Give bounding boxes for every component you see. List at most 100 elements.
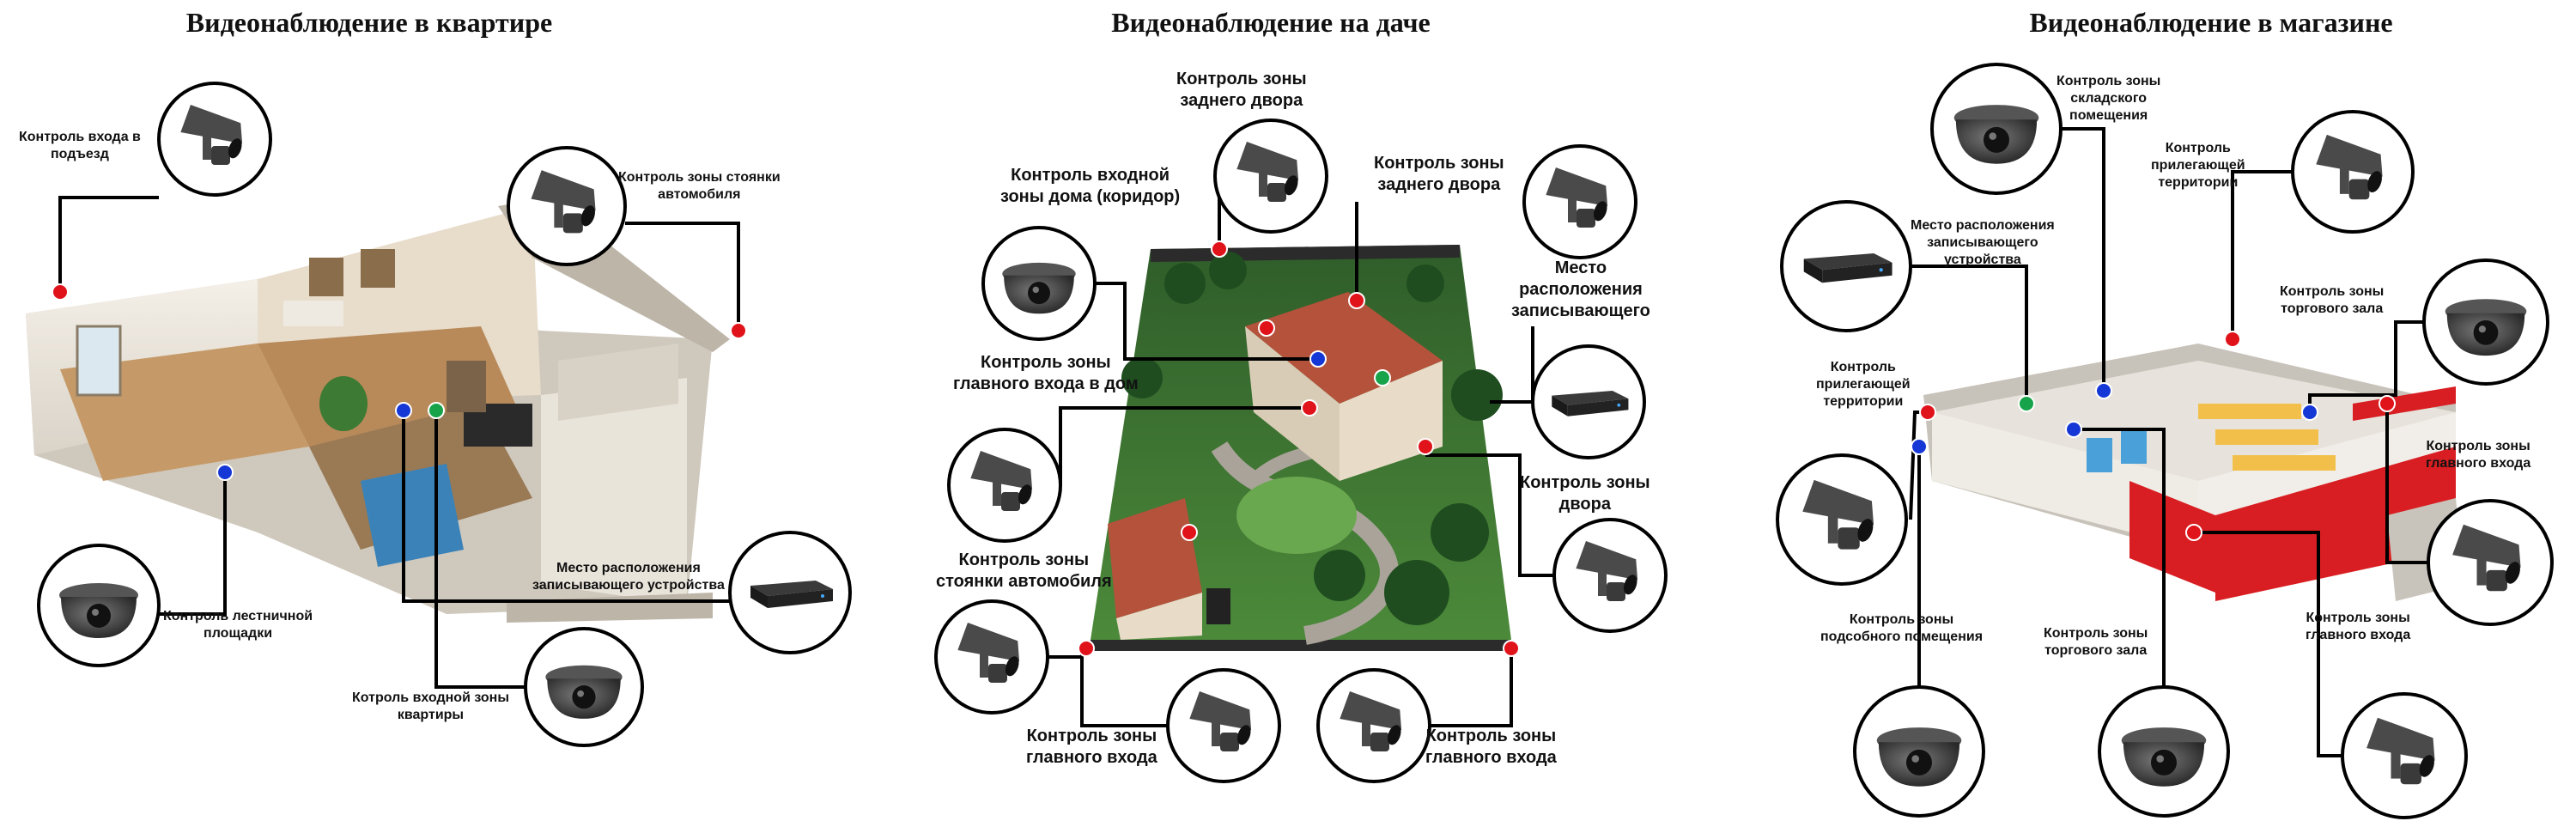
zone-marker-blue: [2095, 382, 2112, 399]
camera-sales-hall-1: [2422, 258, 2549, 386]
zone-label: Контроль зоны торгового зала: [2044, 626, 2148, 658]
zone-label: Контроль зоны заднего двора: [1176, 70, 1307, 110]
zone-label: Контроль зоны стоянки автомобиля: [936, 550, 1112, 591]
camera-main-house-entry: [947, 428, 1062, 543]
zone-marker-red: [1503, 640, 1520, 657]
bullet-camera-icon: [1189, 691, 1252, 751]
dvr-recorder-icon: [1552, 391, 1629, 417]
leader-line: [1048, 648, 1084, 659]
zone-marker-blue: [395, 402, 412, 419]
zone-marker-green: [2018, 395, 2035, 412]
camera-perimeter-1: [2291, 110, 2415, 234]
zone-marker-red: [1258, 319, 1275, 337]
camera-main-entry-1: [2427, 499, 2554, 626]
bullet-camera-icon: [1236, 142, 1299, 202]
leader-line: [1080, 648, 1168, 727]
camera-gate-1: [1166, 668, 1281, 783]
camera-badges: [37, 63, 2554, 819]
leader-line: [1095, 282, 1318, 361]
zone-label: Контроль лестничной площадки: [163, 609, 313, 641]
panel-title-3: Видеонаблюдение в магазине: [2029, 7, 2393, 38]
camera-storage: [1930, 63, 2063, 195]
zone-marker-red: [1181, 524, 1198, 541]
zone-marker-red: [730, 322, 747, 339]
dacha-illustration: [1091, 245, 1511, 651]
zone-label: Контроль прилегающей территории: [2151, 141, 2245, 190]
leader-line: [2308, 320, 2424, 412]
zone-label: Контроль входа в подъезд: [19, 130, 141, 161]
zone-marker-red: [1078, 640, 1095, 657]
recorder-apartment: [728, 531, 852, 654]
camera-stair-landing: [37, 544, 161, 667]
leader-line: [2385, 404, 2430, 564]
leader-line: [2194, 531, 2342, 757]
camera-house-corridor: [981, 226, 1097, 341]
zone-label: Контроль зоны подсобного помещения: [1820, 612, 1984, 644]
bullet-camera-icon: [1802, 479, 1874, 550]
dome-camera-icon: [1002, 262, 1076, 314]
leader-line: [1911, 265, 2028, 404]
zone-label: Место расположения записывающего устройс…: [532, 561, 725, 593]
camera-yard: [1552, 518, 1668, 633]
dome-camera-icon: [59, 583, 138, 638]
zone-label: Контроль зоны главного входа в дом: [953, 353, 1139, 393]
zone-marker-blue: [216, 464, 234, 481]
zone-marker-red: [2224, 331, 2241, 348]
zone-marker-red: [1348, 292, 1365, 309]
bullet-camera-icon: [180, 105, 243, 165]
camera-entrance-podezd: [157, 82, 272, 197]
dome-camera-icon: [545, 665, 623, 719]
zone-marker-blue: [1309, 350, 1327, 368]
bullet-camera-icon: [1576, 541, 1638, 601]
camera-perimeter-2: [1776, 453, 1908, 586]
leader-line: [625, 222, 740, 331]
zone-label: Контроль прилегающей территории: [1816, 360, 1911, 409]
zone-marker-red: [1919, 404, 1936, 421]
recorder-dacha: [1531, 344, 1646, 459]
camera-parking-zone: [507, 146, 627, 266]
zone-label: Котроль входной зоны квартиры: [352, 690, 509, 722]
zone-marker-green: [1374, 369, 1391, 386]
zone-marker-green: [428, 402, 445, 419]
zone-markers: [52, 240, 2396, 657]
dome-camera-icon: [2121, 727, 2207, 787]
leader-line: [2231, 170, 2293, 339]
bullet-camera-icon: [1546, 167, 1608, 228]
zone-marker-red: [1301, 399, 1318, 417]
recorder-shop: [1780, 200, 1912, 332]
bullet-camera-icon: [531, 170, 596, 234]
camera-utility-room: [1853, 685, 1985, 818]
leader-line: [434, 410, 526, 689]
zone-label: Место расположения записывающего: [1511, 258, 1650, 320]
zone-label: Контроль зоны главного входа: [2426, 439, 2531, 471]
zone-marker-red: [2185, 524, 2202, 541]
zone-marker-blue: [1911, 438, 1928, 455]
zone-label: Контроль зоны стоянки автомобиля: [618, 170, 781, 202]
camera-main-entry-2: [2341, 692, 2468, 819]
zone-label: Контроль входной зоны дома (коридор): [1000, 166, 1181, 206]
shop-illustration: [1923, 344, 2464, 601]
leader-line: [159, 472, 227, 616]
zone-marker-blue: [2301, 404, 2318, 421]
leader-line: [1430, 648, 1513, 727]
camera-parking-dacha: [934, 599, 1049, 715]
zone-label: Контроль зоны главного входа: [1425, 727, 1557, 767]
zone-label: Контроль зоны торгового зала: [2280, 284, 2385, 316]
leader-line: [1425, 453, 1554, 577]
dvr-recorder-icon: [750, 581, 833, 608]
zone-label: Контроль зоны складского помещения: [2057, 74, 2161, 123]
leader-line: [2074, 428, 2166, 687]
zone-label: Контроль зоны главного входа: [2306, 611, 2411, 642]
leader-line: [58, 196, 159, 292]
dome-camera-icon: [1953, 105, 2039, 164]
zone-marker-red: [2379, 395, 2396, 412]
leader-line: [402, 410, 734, 603]
zone-marker-blue: [2065, 421, 2082, 438]
panel-title-2: Видеонаблюдение на даче: [1111, 7, 1431, 38]
zone-label: Контроль зоны двора: [1520, 473, 1650, 514]
bullet-camera-icon: [2452, 524, 2521, 592]
zone-label: Контроль зоны заднего двора: [1374, 154, 1504, 194]
zone-marker-red: [1417, 438, 1434, 455]
